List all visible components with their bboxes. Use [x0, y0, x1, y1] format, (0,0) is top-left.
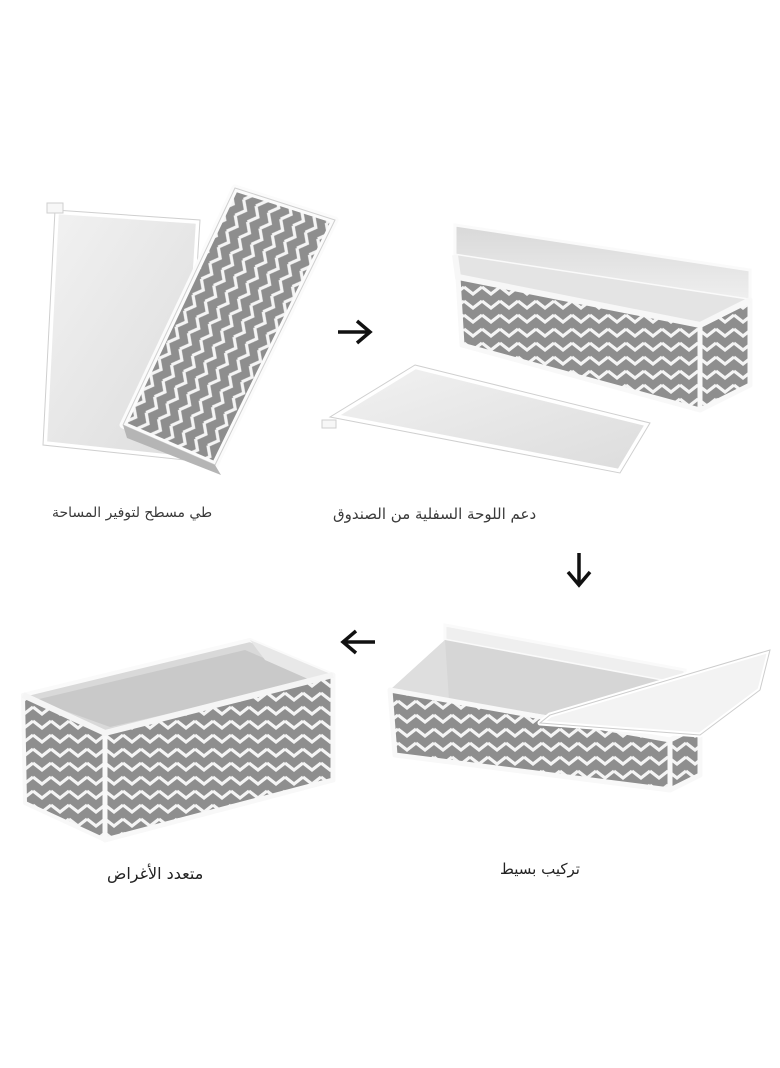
assembly-step-image	[380, 615, 780, 793]
arrow-down-icon	[565, 550, 593, 594]
caption-simple-assembly: تركيب بسيط	[500, 860, 580, 878]
arrow-right-icon	[335, 318, 375, 350]
caption-flat-fold: طي مسطح لتوفير المساحة	[52, 505, 213, 521]
flat-folded-box-image	[35, 170, 345, 480]
caption-multipurpose: متعدد الأغراض	[107, 864, 204, 883]
arrow-left-icon	[338, 628, 378, 660]
caption-bottom-panel: دعم اللوحة السفلية من الصندوق	[333, 505, 537, 523]
box-with-bottom-panel-image	[320, 215, 760, 477]
finished-box-image	[15, 635, 345, 845]
